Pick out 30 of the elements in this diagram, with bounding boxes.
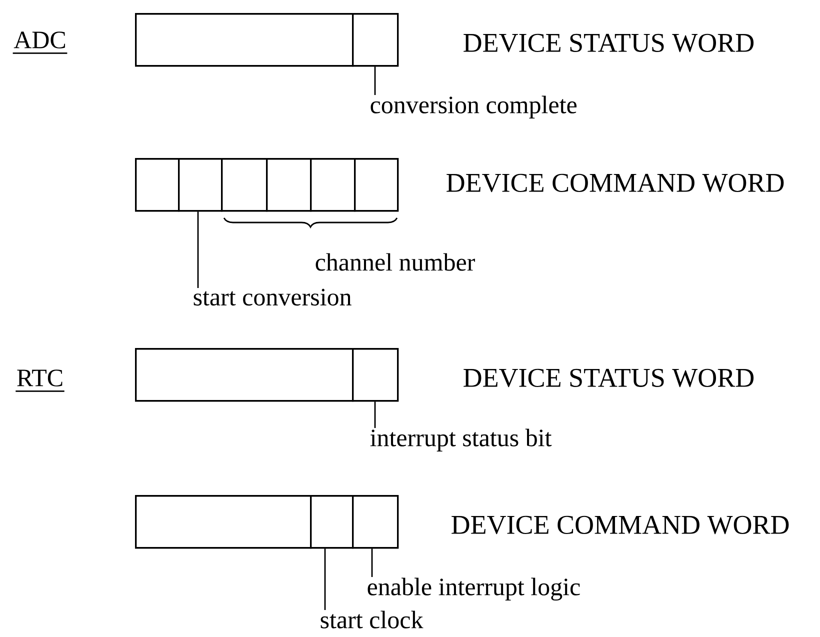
bracket-label: channel number	[316, 253, 475, 271]
leader-line	[324, 548, 326, 610]
word-title: DEVICE COMMAND WORD	[452, 516, 789, 534]
bit-cell	[221, 158, 268, 212]
bit-cell	[352, 495, 399, 549]
bit-cell	[266, 158, 312, 212]
leader-line	[374, 402, 376, 428]
leader-line	[371, 548, 373, 577]
bit-cell	[354, 158, 399, 212]
bit-cell	[178, 158, 223, 212]
word-title: DEVICE STATUS WORD	[464, 368, 754, 388]
bit-cell	[135, 495, 312, 549]
leader-line	[197, 212, 199, 288]
bit-cell	[352, 348, 399, 402]
bit-label: enable interrupt logic	[368, 578, 580, 601]
bit-cell	[310, 495, 354, 549]
bit-cell	[135, 13, 354, 67]
bit-label: start conversion	[194, 288, 352, 306]
bit-cell	[135, 158, 180, 212]
device-label: ADC	[12, 32, 68, 54]
leader-line	[374, 66, 376, 95]
bit-label: conversion complete	[370, 96, 577, 118]
bit-cell	[352, 13, 399, 67]
word-title: DEVICE STATUS WORD	[464, 34, 754, 52]
bit-cell	[135, 348, 354, 402]
bit-label: start clock	[320, 610, 424, 628]
word-title: DEVICE COMMAND WORD	[446, 174, 784, 192]
bit-cell	[310, 158, 356, 212]
device-label: RTC	[16, 370, 64, 392]
bit-label: interrupt status bit	[370, 428, 552, 452]
